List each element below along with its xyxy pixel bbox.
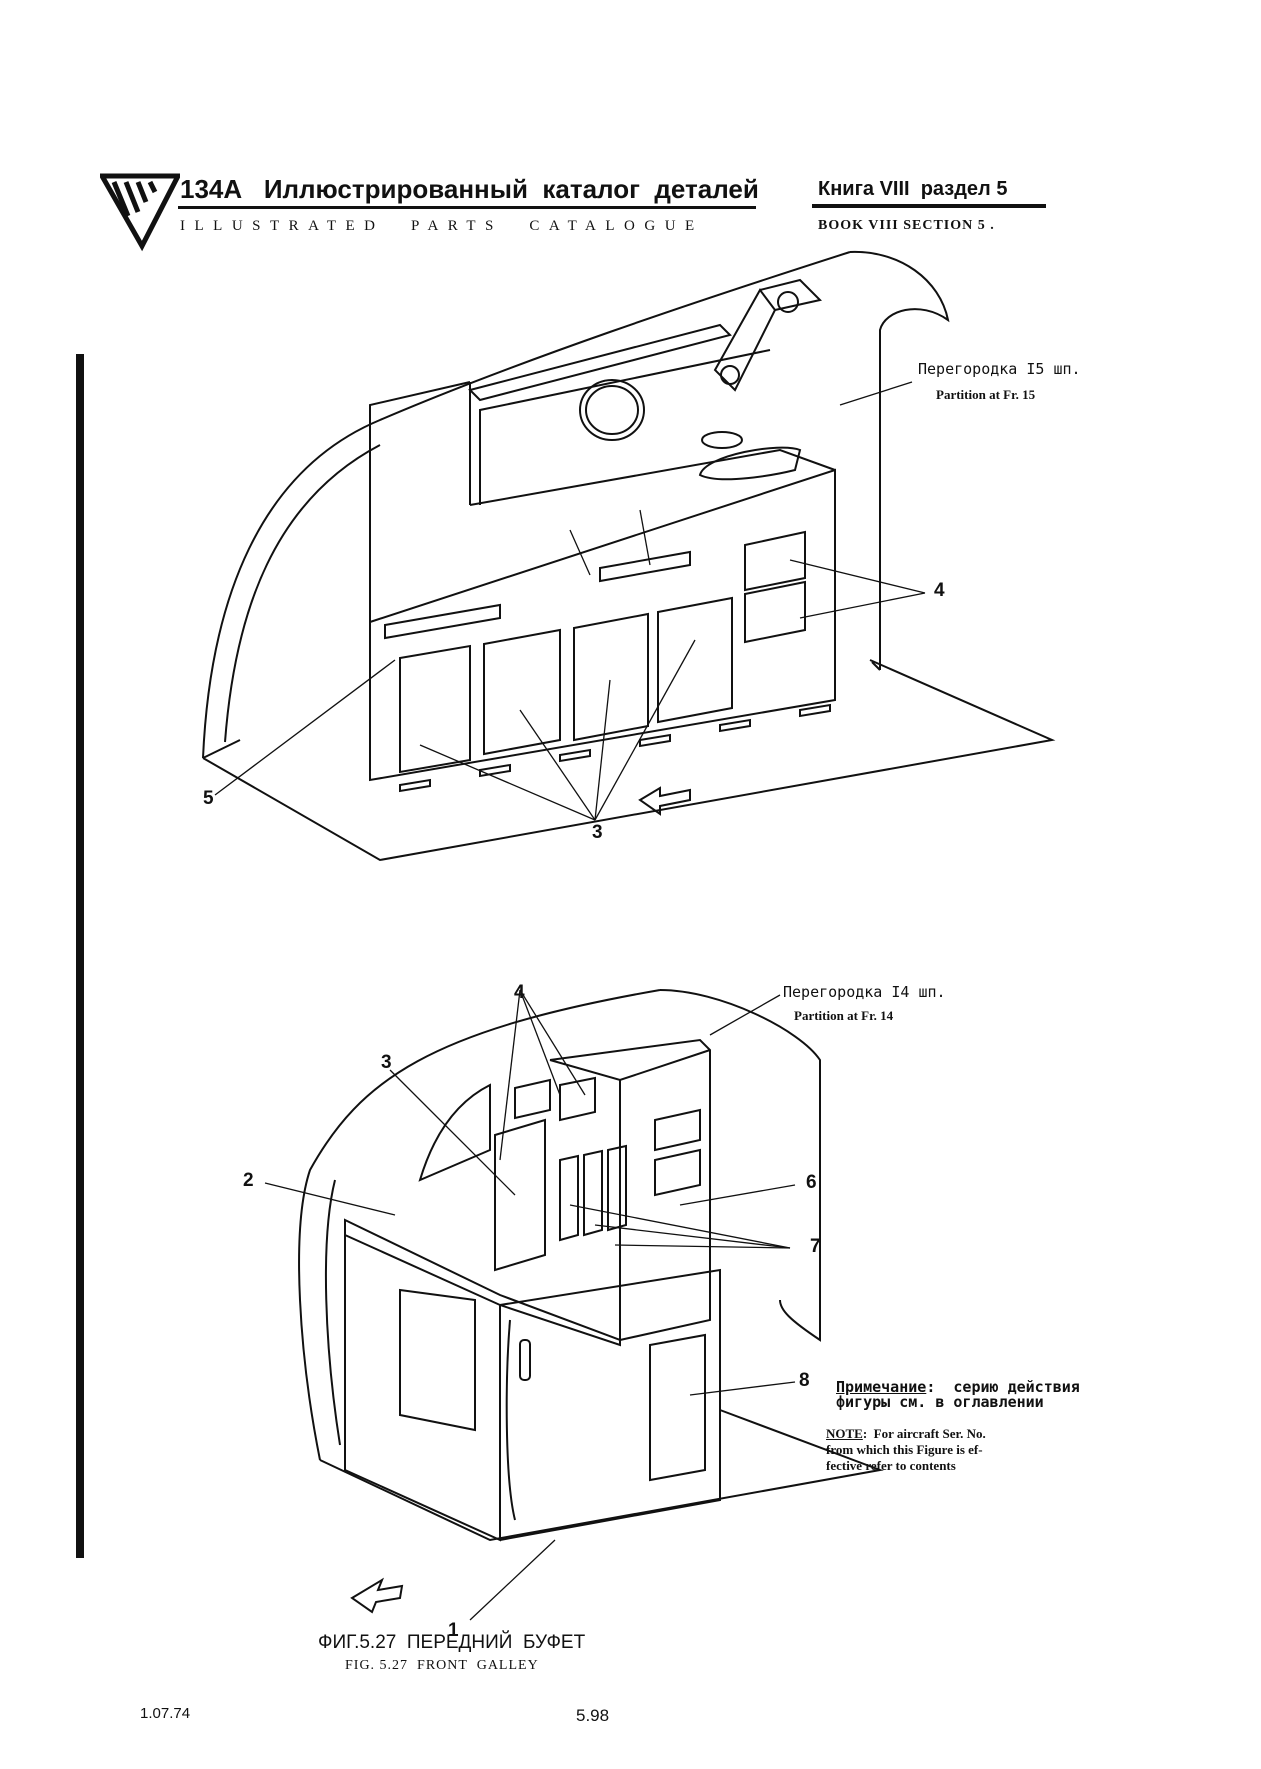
model-number: 134A xyxy=(180,174,243,204)
note-en-line-1: : For aircraft Ser. No. xyxy=(862,1426,986,1441)
catalogue-title-en: ILLUSTRATED PARTS CATALOGUE xyxy=(180,218,704,234)
partition-15-label-en: Partition at Fr. 15 xyxy=(936,387,1036,402)
callout-6-bottom: 6 xyxy=(806,1172,817,1193)
note-ru-line-1: : серию действия xyxy=(926,1378,1080,1396)
note-en: NOTE: For aircraft Ser. No. from which t… xyxy=(826,1426,1086,1474)
note-ru-label: Примечание xyxy=(836,1378,927,1396)
callout-2-bottom: 2 xyxy=(243,1170,254,1191)
partition-14-label-ru: Перегородка I4 шп. xyxy=(783,983,946,1001)
top-galley-drawing xyxy=(202,250,1056,862)
manufacturer-logo-icon xyxy=(100,173,180,252)
note-en-line-2: from which this Figure is ef- xyxy=(826,1442,983,1457)
callout-7-bottom: 7 xyxy=(810,1236,821,1257)
book-section-en: BOOK VIII SECTION 5 . xyxy=(818,218,995,233)
header-rule-right xyxy=(812,204,1046,208)
bottom-galley-drawing xyxy=(264,989,884,1621)
figure-caption-en: FIG. 5.27 FRONT GALLEY xyxy=(345,1658,539,1673)
note-en-label: NOTE xyxy=(826,1426,863,1441)
callout-4-top: 4 xyxy=(934,580,945,601)
header-rule-left xyxy=(178,206,756,209)
figure-caption-ru: ФИГ.5.27 ПЕРЕДНИЙ БУФЕТ xyxy=(318,1632,586,1653)
catalogue-title-ru: Иллюстрированный каталог деталей xyxy=(263,174,759,204)
issue-date: 1.07.74 xyxy=(140,1705,191,1722)
callout-5-top: 5 xyxy=(203,788,214,809)
callout-8-bottom: 8 xyxy=(799,1370,810,1391)
callout-3-top: 3 xyxy=(592,822,603,843)
note-ru: Примечание: серию действия фигуры см. в … xyxy=(836,1380,1136,1410)
note-ru-line-2: фигуры см. в оглавлении xyxy=(836,1393,1044,1411)
book-section-ru: Книга VIII раздел 5 xyxy=(818,178,1008,200)
callout-1-bottom: 1 xyxy=(448,1620,459,1641)
callout-4-bottom: 4 xyxy=(514,982,525,1003)
partition-14-label-en: Partition at Fr. 14 xyxy=(794,1008,894,1023)
partition-15-label-ru: Перегородка I5 шп. xyxy=(918,360,1081,378)
callout-3-bottom: 3 xyxy=(381,1052,392,1073)
revision-bar xyxy=(76,354,84,1558)
page-number: 5.98 xyxy=(576,1706,610,1725)
note-en-line-3: fective refer to contents xyxy=(826,1458,956,1473)
